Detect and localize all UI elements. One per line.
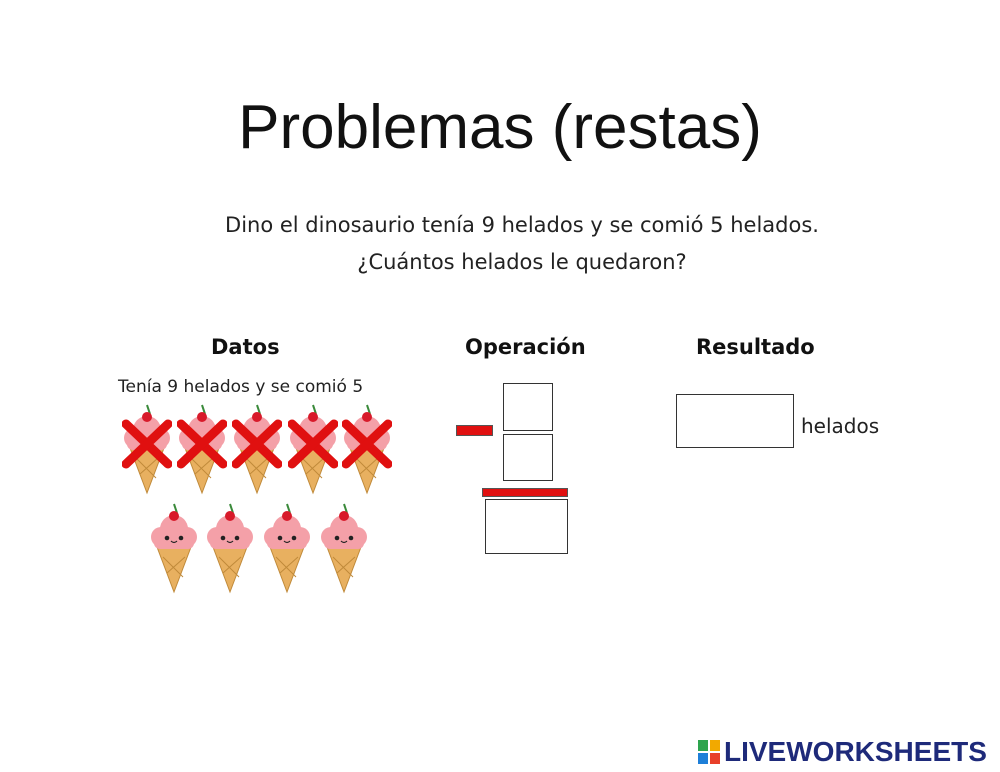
page-title: Problemas (restas)	[238, 93, 762, 162]
ice-cream-icon-crossed	[177, 404, 227, 495]
resultado-unit: helados	[801, 414, 880, 438]
cross-mark-icon	[177, 419, 227, 469]
cross-mark-icon	[288, 419, 338, 469]
ice-cream-icon-crossed	[232, 404, 282, 495]
minuend-input-box[interactable]	[503, 383, 553, 431]
ice-cream-icon	[264, 503, 310, 594]
liveworksheets-logo: LIVEWORKSHEETS	[698, 736, 987, 768]
liveworksheets-wordmark: LIVEWORKSHEETS	[724, 736, 987, 767]
result-line	[482, 488, 568, 497]
subtrahend-input-box[interactable]	[503, 434, 553, 481]
operacion-heading: Operación	[465, 335, 586, 359]
ice-cream-icon-crossed	[288, 404, 338, 495]
cross-mark-icon	[122, 419, 172, 469]
ice-cream-icon	[207, 503, 253, 594]
resultado-input-box[interactable]	[676, 394, 794, 448]
datos-heading: Datos	[211, 335, 280, 359]
minus-sign	[456, 425, 493, 436]
cross-mark-icon	[232, 419, 282, 469]
ice-cream-icon-crossed	[122, 404, 172, 495]
problem-statement: Dino el dinosaurio tenía 9 helados y se …	[225, 213, 819, 237]
resultado-heading: Resultado	[696, 335, 815, 359]
ice-cream-icon-crossed	[342, 404, 392, 495]
liveworksheets-logo-icon	[698, 740, 720, 764]
ice-cream-icon	[151, 503, 197, 594]
datos-text: Tenía 9 helados y se comió 5	[118, 377, 364, 397]
difference-input-box[interactable]	[485, 499, 568, 554]
cross-mark-icon	[342, 419, 392, 469]
problem-question: ¿Cuántos helados le quedaron?	[357, 250, 687, 274]
ice-cream-icon	[321, 503, 367, 594]
